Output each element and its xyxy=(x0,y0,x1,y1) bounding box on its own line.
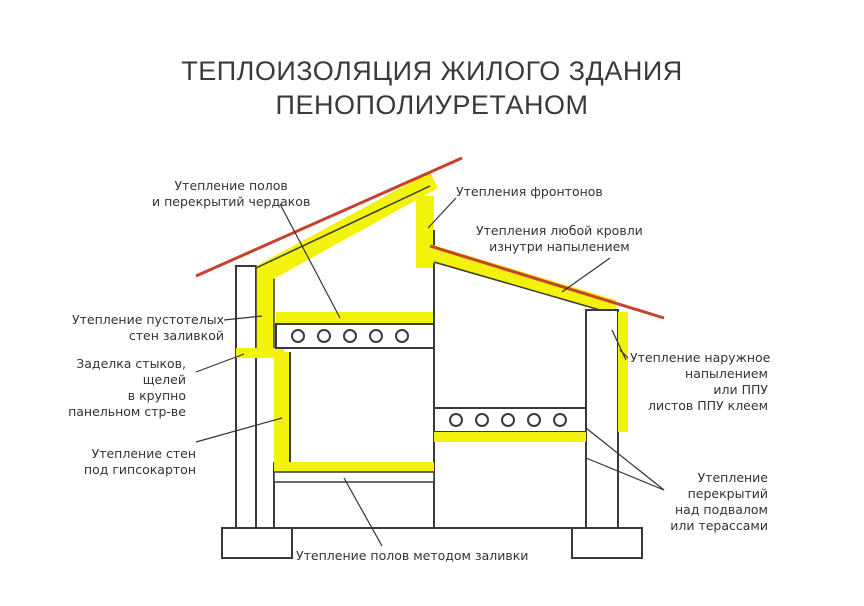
leader-lines xyxy=(195,197,665,547)
attic-slab-holes xyxy=(291,329,409,343)
roof-left-insulation xyxy=(256,172,438,282)
floor-insulation-pour xyxy=(274,462,434,472)
label-joints: Заделка стыков, щелей в крупно панельном… xyxy=(36,356,186,420)
label-line: и перекрытий чердаков xyxy=(152,194,311,209)
roof-right xyxy=(429,244,665,320)
mid-slab-holes xyxy=(449,413,567,427)
roof-left xyxy=(195,156,463,278)
label-floors-pour: Утепление полов методом заливки xyxy=(296,548,528,564)
label-walls-drywall: Утепление стен под гипсокартон xyxy=(36,446,196,478)
label-line: Утепление xyxy=(697,470,768,485)
label-line: листов ППУ клеем xyxy=(648,398,768,413)
right-wall-outer xyxy=(585,309,619,529)
label-line: щелей xyxy=(142,372,186,387)
label-line: панельном стр-ве xyxy=(68,404,186,419)
gable-insulation xyxy=(416,196,434,268)
label-basement-floors: Утепление перекрытий над подвалом или те… xyxy=(660,470,768,534)
diagram-title-line2: ПЕНОПОЛИУРЕТАНОМ xyxy=(275,90,589,120)
label-line: над подвалом xyxy=(674,502,768,517)
label-line: Заделка стыков, xyxy=(76,356,186,371)
right-wall-insulation xyxy=(618,312,628,432)
label-line: или терассами xyxy=(670,518,768,533)
diagram-title-line1: ТЕПЛОИЗОЛЯЦИЯ ЖИЛОГО ЗДАНИЯ xyxy=(181,56,683,86)
mid-slab-insulation xyxy=(434,432,586,442)
left-wall-outer xyxy=(235,265,257,529)
label-line: Утепление полов методом заливки xyxy=(296,548,529,563)
label-line: Утепление стен xyxy=(91,446,196,461)
label-roof-any: Утепления любой кровли изнутри напыление… xyxy=(476,223,643,255)
label-line: Утепление полов xyxy=(174,178,288,193)
label-line: Утепление пустотелых xyxy=(71,312,224,327)
label-line: перекрытий xyxy=(687,486,768,501)
label-line: стен заливкой xyxy=(128,328,224,343)
joint-insulation xyxy=(236,348,284,358)
label-line: изнутри напылением xyxy=(489,239,630,254)
label-line: под гипсокартон xyxy=(83,462,196,477)
floor-slab xyxy=(273,471,435,483)
foundation-right xyxy=(571,527,643,559)
label-external-spray: Утепление наружное напылением или ППУ ли… xyxy=(630,350,771,414)
attic-floor-insulation xyxy=(276,312,434,324)
label-line: Утепления любой кровли xyxy=(476,223,643,238)
label-line: Утепление наружное xyxy=(630,350,771,365)
inner-wall-insulation xyxy=(274,352,290,462)
label-gables: Утепления фронтонов xyxy=(456,184,603,200)
label-line: в крупно xyxy=(127,388,186,403)
label-line: или ППУ xyxy=(713,382,768,397)
foundation-left xyxy=(221,527,293,559)
label-line: Утепления фронтонов xyxy=(456,184,603,199)
label-hollow-walls: Утепление пустотелых стен заливкой xyxy=(36,312,224,344)
label-floors-attic: Утепление полов и перекрытий чердаков xyxy=(152,178,310,210)
label-line: напылением xyxy=(685,366,768,381)
